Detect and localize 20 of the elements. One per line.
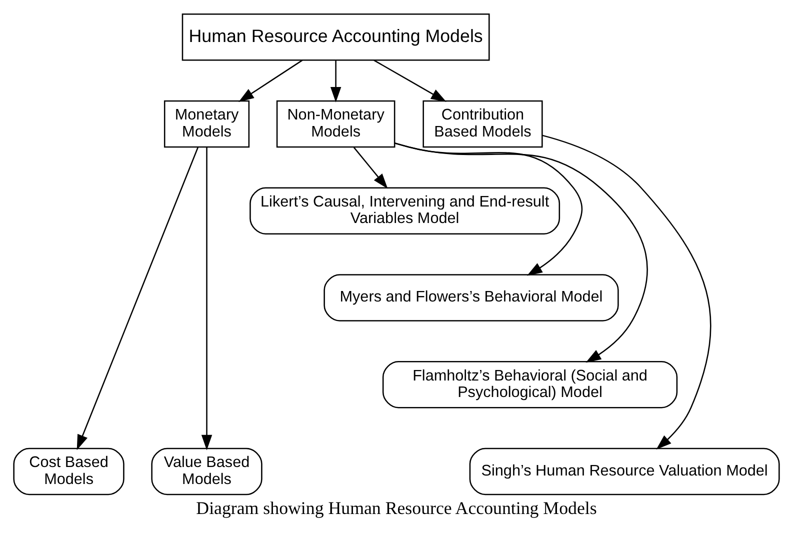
node-box: Flamholtz’s Behavioral (Social and Psychological) Model [382,360,678,408]
arrow [330,60,342,102]
arrow [394,142,648,362]
node-box: Singh’s Human Resource Valuation Model [469,447,780,495]
node-box: Likert’s Causal, Intervening and End-result Variables Model [250,186,560,234]
node-box: Non-Monetary Models [276,100,396,148]
node-box: Monetary Models [164,100,250,148]
arrow [238,59,303,102]
node-box: Cost Based Models [13,447,124,495]
arrow [394,142,583,276]
caption: Diagram showing Human Resource Accounting Models [196,497,597,518]
arrow [374,59,446,102]
node-box: Contribution Based Models [422,100,543,148]
node-box: Myers and Flowers’s Behavioral Model [324,274,619,321]
node-box: Value Based Models [151,447,262,495]
arrow [201,146,212,450]
arrow [353,146,388,188]
arrow [542,134,712,450]
node-box: Human Resource Accounting Models [182,12,490,60]
arrow [76,146,199,450]
